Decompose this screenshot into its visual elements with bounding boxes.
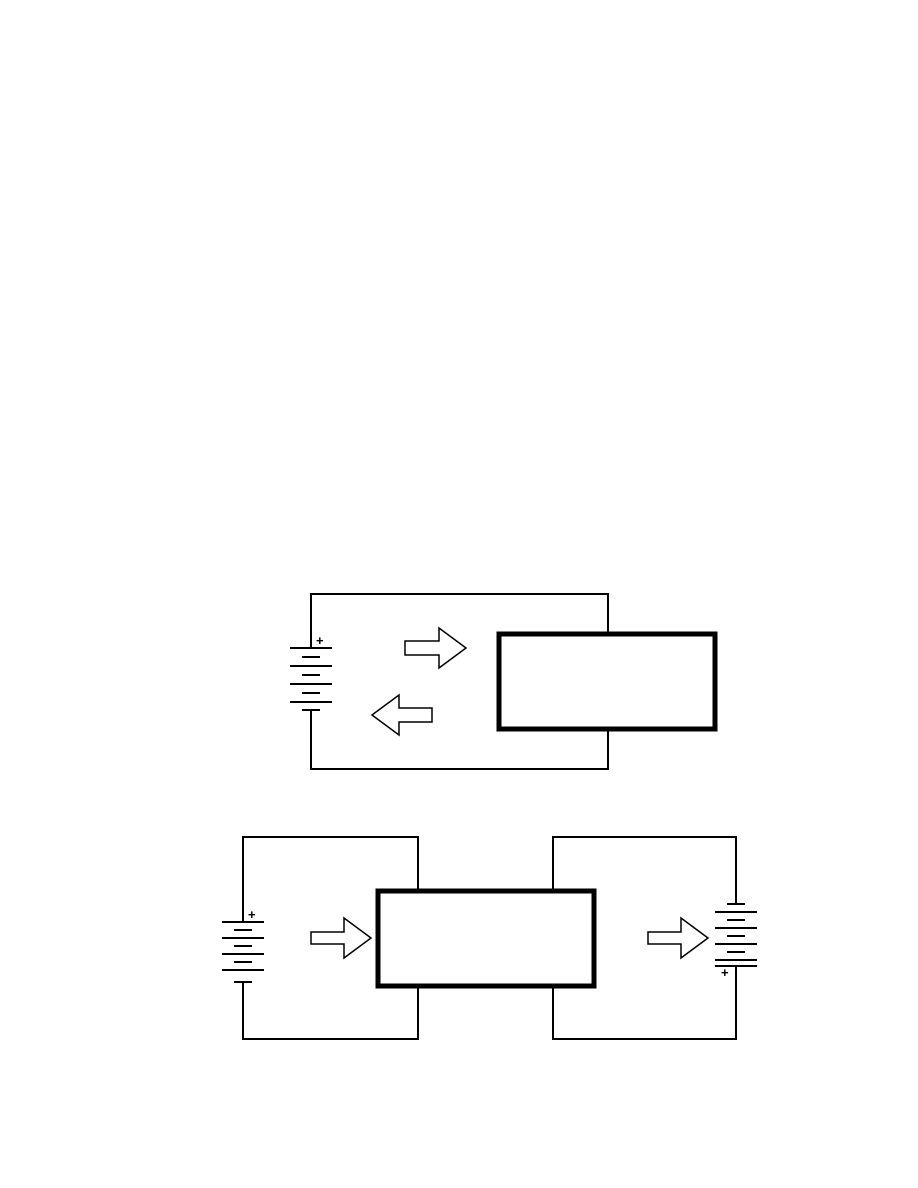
diagram-b: + +: [222, 836, 757, 1040]
diagram-a: +: [290, 593, 718, 770]
diagram-a-bottom-wire: [310, 709, 609, 770]
diagram-b-left-top-wire: [242, 836, 419, 921]
diagram-b-center-box: [375, 888, 597, 989]
diagram-a-positive-sign: +: [316, 633, 324, 648]
diagram-b-load-positive-sign: +: [721, 965, 729, 980]
diagram-b-source-positive-sign: +: [248, 907, 256, 922]
diagram-a-battery-icon: [290, 647, 332, 711]
diagram-b-right-arrow-icon: [647, 916, 710, 960]
diagram-b-load-battery-icon: [715, 903, 757, 967]
diagram-b-right-bottom-wire: [552, 966, 737, 1040]
diagram-b-left-arrow-icon: [310, 916, 373, 960]
diagram-b-source-battery-icon: [222, 921, 264, 983]
diagram-b-left-bottom-wire: [242, 982, 419, 1040]
diagram-a-top-wire: [310, 593, 609, 647]
diagram-a-load-box: [496, 631, 718, 732]
diagram-a-right-arrow-icon: [404, 626, 468, 670]
diagram-a-left-arrow-icon: [370, 693, 433, 737]
diagram-b-right-top-wire: [552, 836, 737, 904]
